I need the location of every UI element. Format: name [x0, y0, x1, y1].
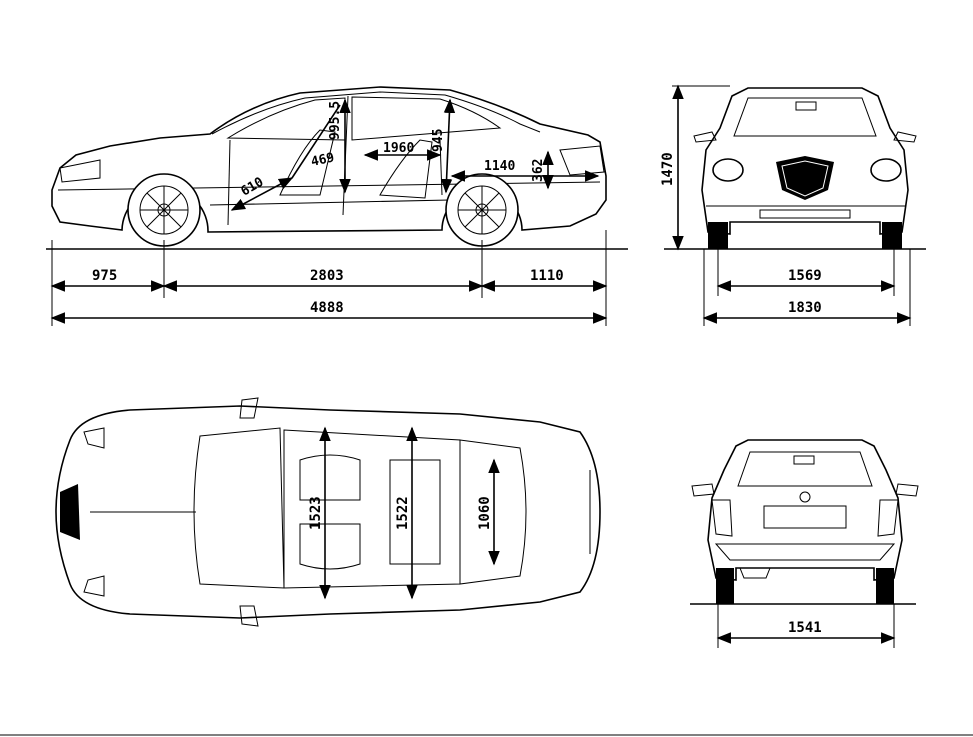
rear-left-tire: [716, 568, 734, 604]
seat-angle-line: [291, 104, 341, 179]
width-label: 1830: [788, 300, 822, 316]
top-front-seat-left: [299, 454, 361, 501]
front-door-edge: [227, 139, 231, 226]
grille-inner: [781, 160, 829, 197]
rear-view: 1541: [690, 439, 919, 648]
front-overhang-label: 975: [92, 268, 117, 284]
trunk-width-label: 1060: [477, 496, 493, 530]
front-view: 1470 1569 1830: [660, 84, 926, 326]
rear-headroom-arrow: [440, 98, 456, 194]
trunk-height-label: 362: [531, 159, 546, 182]
front-right-tire: [882, 222, 902, 249]
top-headlight-left: [83, 427, 105, 449]
front-body-outline: [701, 87, 909, 235]
top-view: 1523 1522 1060: [55, 397, 601, 627]
front-window: [226, 97, 346, 141]
front-shoulder-label: 1523: [308, 496, 324, 530]
top-rear-bench: [389, 459, 441, 565]
rear-right-tire: [876, 568, 894, 604]
seat-angle-label: 469: [310, 150, 336, 170]
rear-badge: [799, 491, 811, 503]
rear-headroom-label: 945: [431, 129, 446, 152]
rear-right-mirror: [895, 483, 919, 497]
rear-brake-light: [793, 455, 815, 465]
top-roof: [283, 429, 461, 589]
grille: [776, 156, 834, 200]
top-body-outline: [55, 405, 601, 619]
headlight-side: [59, 159, 101, 183]
seat-depth-label: 610: [239, 175, 267, 200]
interior-length-label: 1960: [383, 141, 414, 156]
rear-body-outline: [707, 439, 903, 581]
left-mirror: [693, 131, 717, 143]
rear-overhang-label: 1110: [530, 268, 564, 284]
exhaust: [739, 567, 771, 579]
right-taillight: [877, 499, 899, 537]
seat-depth-arrow: [230, 177, 294, 211]
top-mirror-right: [239, 605, 259, 627]
side-dimension-lines: [50, 230, 608, 326]
top-front-seat-right: [299, 523, 361, 570]
front-intake: [759, 209, 851, 219]
rear-left-mirror: [691, 483, 715, 497]
rear-wheel: [445, 173, 519, 247]
right-headlight: [870, 158, 902, 182]
left-headlight: [712, 158, 744, 182]
windshield: [733, 97, 877, 137]
top-grille: [60, 484, 80, 540]
side-roof-line: [211, 91, 541, 135]
front-track-label: 1569: [788, 268, 822, 284]
rear-bumper: [714, 543, 896, 561]
mirror-interior: [795, 101, 817, 111]
rear-window: [351, 96, 502, 141]
wheelbase-label: 2803: [310, 268, 344, 284]
right-mirror: [893, 131, 917, 143]
front-wheel: [127, 173, 201, 247]
length-label: 4888: [310, 300, 344, 316]
left-taillight: [711, 499, 733, 537]
license-plate: [763, 505, 847, 529]
front-left-tire: [708, 222, 728, 249]
trunk-length-label: 1140: [484, 159, 515, 174]
top-headlight-right: [83, 575, 105, 597]
front-headroom-label: 995.5: [328, 101, 343, 140]
taillight-side: [559, 145, 605, 176]
rear-track-label: 1541: [788, 620, 822, 636]
top-rear-window: [459, 439, 527, 585]
height-label: 1470: [660, 152, 676, 186]
rear-shoulder-label: 1522: [395, 496, 411, 530]
side-view: 610 469 995.5 1960 945 1140 362 975 2803…: [46, 86, 628, 326]
rear-window-view: [737, 451, 873, 487]
top-mirror-left: [239, 397, 259, 419]
top-windshield: [193, 427, 285, 589]
